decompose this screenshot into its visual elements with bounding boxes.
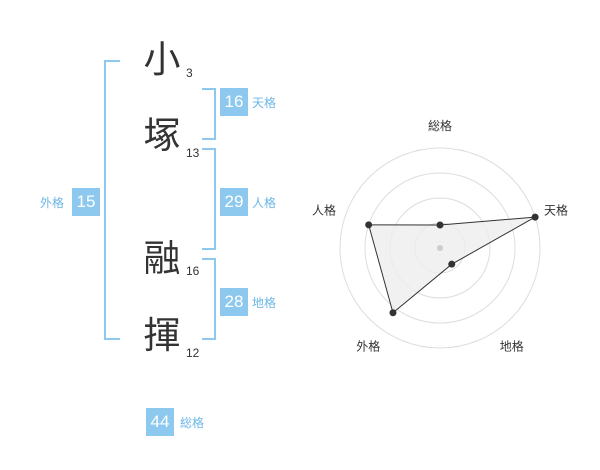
gaikaku-bracket (104, 60, 120, 340)
jinkaku-badge: 29 (220, 188, 248, 216)
radar-axis-label-1: 天格 (544, 202, 568, 217)
soukaku-badge: 44 (146, 408, 174, 436)
radar-point-1 (531, 213, 539, 221)
chikaku-bracket (202, 258, 216, 340)
stroke-count-4: 12 (186, 346, 200, 360)
radar-center-dot (437, 245, 443, 251)
chikaku-badge: 28 (220, 288, 248, 316)
name-char-4: 揮 (143, 314, 181, 357)
name-char-2: 塚 (143, 114, 181, 157)
stroke-count-2: 13 (186, 146, 200, 160)
name-char-3: 融 (143, 237, 181, 280)
soukaku-label: 総格 (180, 416, 205, 430)
radar-ring-4 (339, 147, 541, 349)
stroke-count-3: 16 (186, 264, 200, 278)
radar-axis-label-2: 地格 (500, 339, 524, 354)
jinkaku-bracket (202, 148, 216, 250)
gaikaku-label: 外格 (40, 196, 65, 210)
radar-ring-3 (364, 172, 516, 324)
tenkaku-badge: 16 (220, 88, 248, 116)
radar-point-4 (365, 221, 373, 229)
gaikaku-badge: 15 (72, 188, 100, 216)
chikaku-label: 地格 (252, 296, 277, 310)
jinkaku-label: 人格 (252, 196, 277, 210)
radar-points (365, 213, 539, 317)
tenkaku-bracket (202, 88, 216, 140)
radar-axis-label-4: 人格 (312, 202, 336, 217)
radar-point-2 (448, 260, 456, 268)
name-char-1: 小 (143, 38, 181, 81)
tenkaku-label: 天格 (252, 96, 277, 110)
radar-point-0 (436, 221, 444, 229)
radar-point-3 (389, 309, 397, 317)
radar-axis-label-0: 総格 (428, 118, 452, 133)
radar-axis-label-3: 外格 (356, 339, 380, 354)
radar-area (368, 216, 536, 314)
stroke-count-1: 3 (186, 66, 193, 80)
